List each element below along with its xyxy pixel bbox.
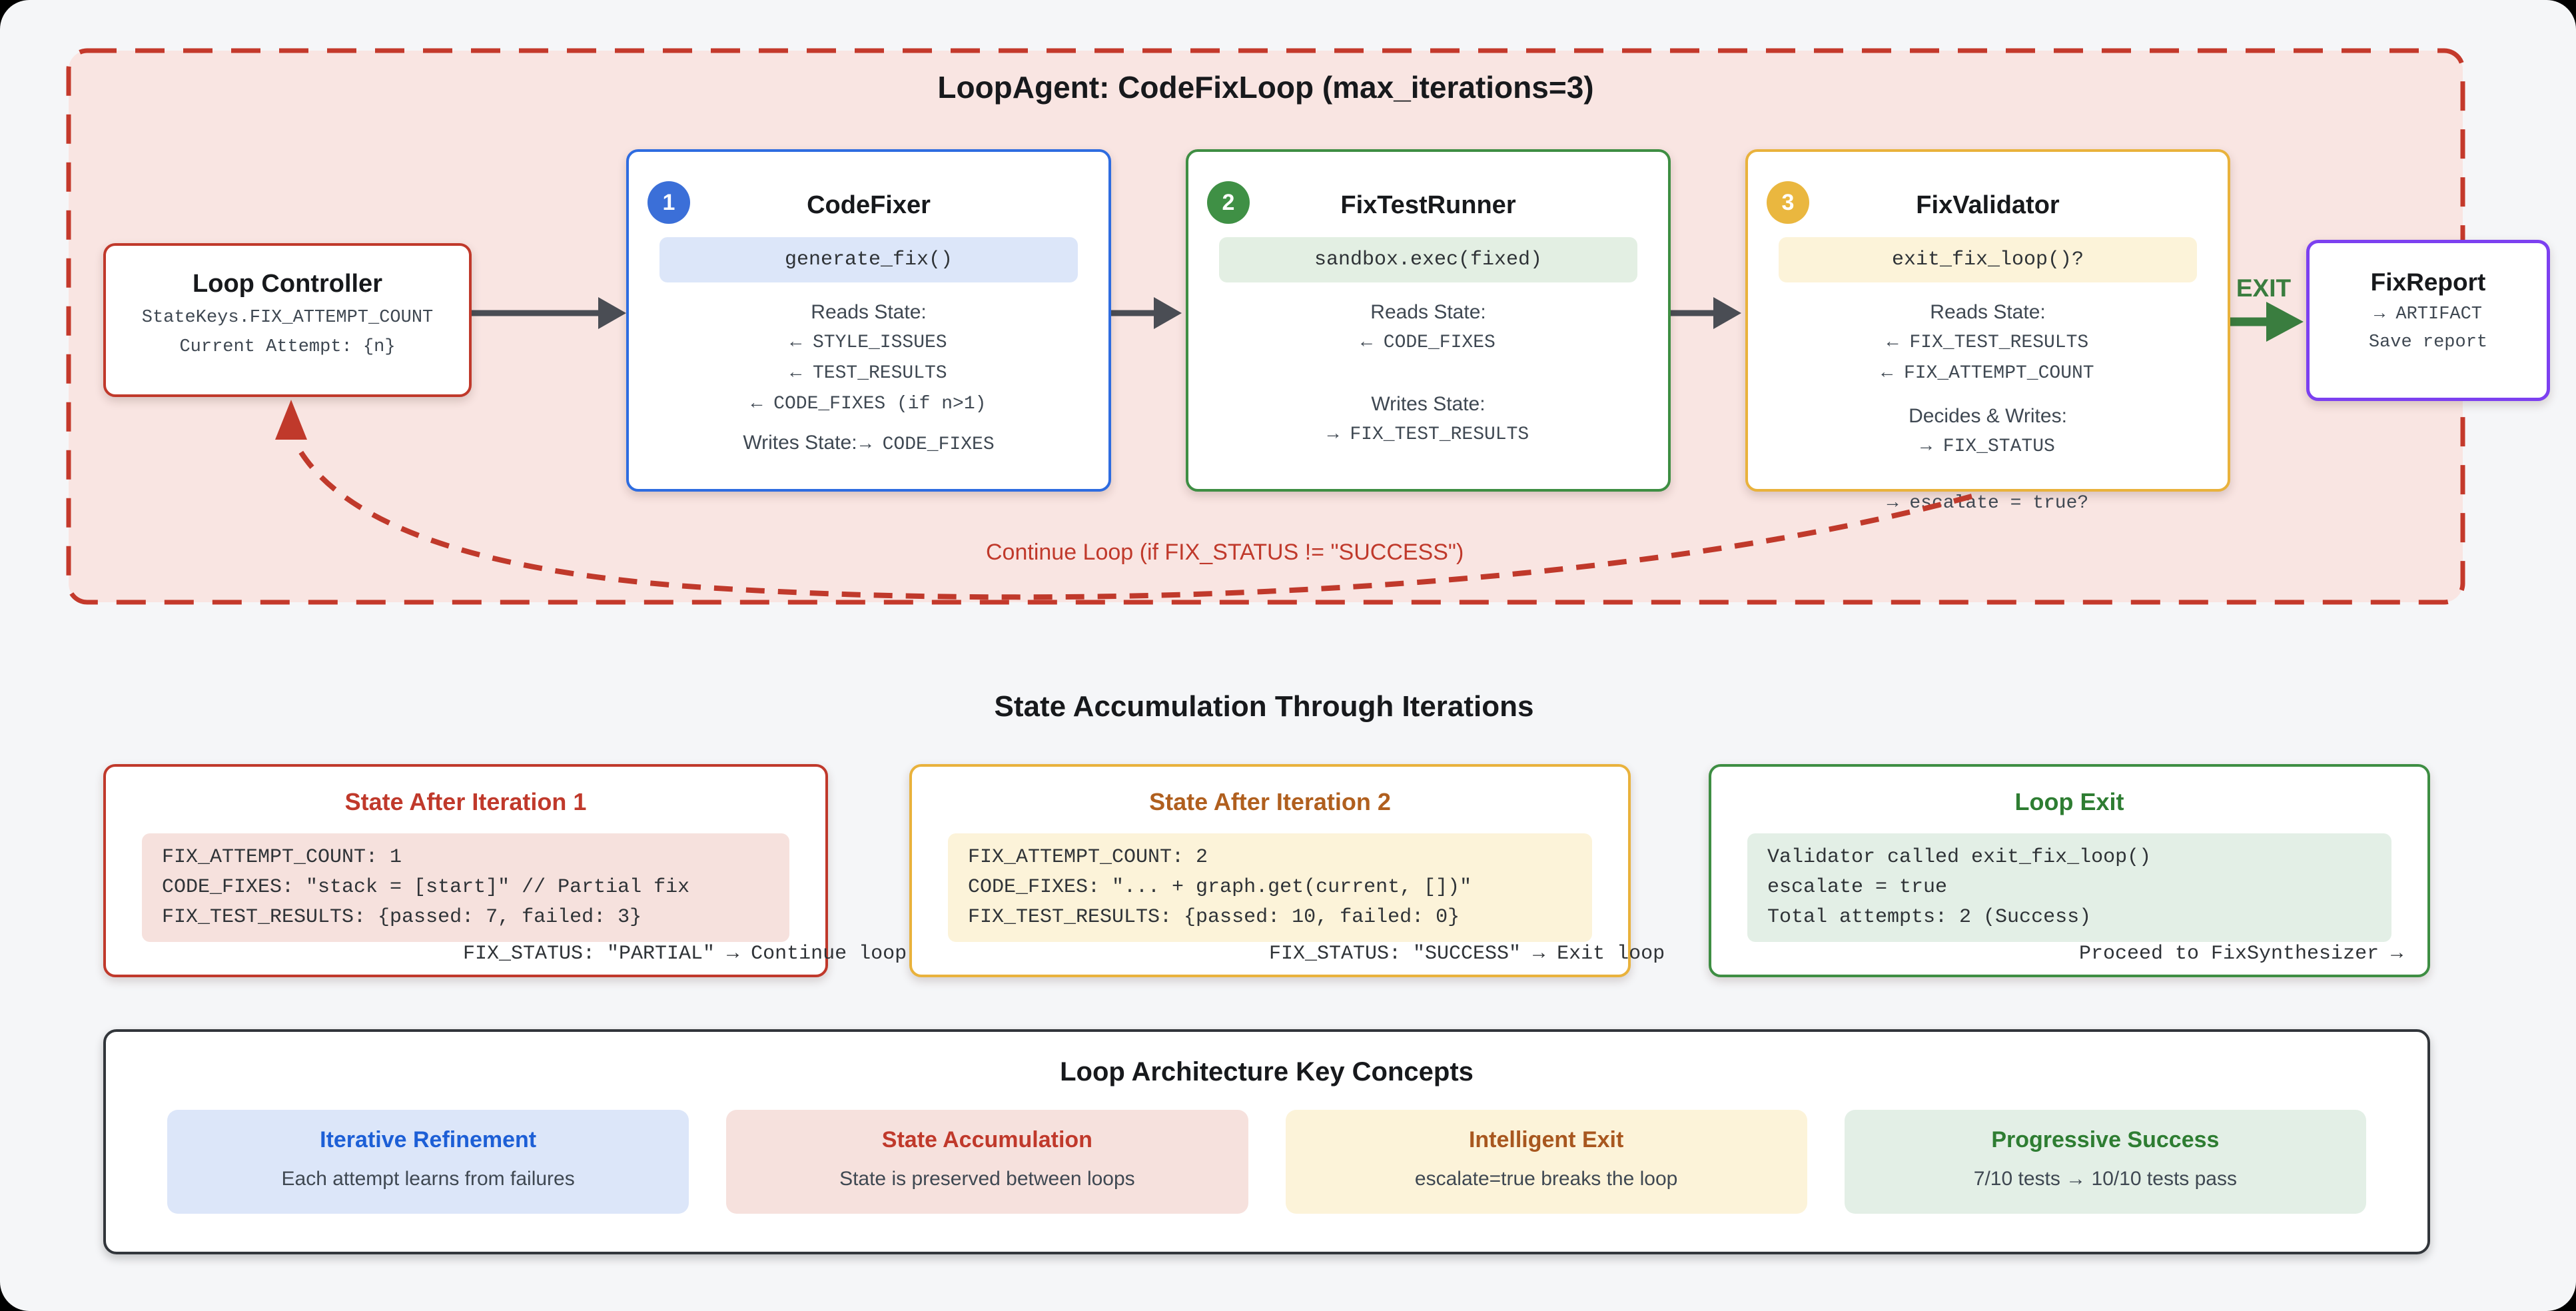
state-iteration1-card: State After Iteration 1 FIX_ATTEMPT_COUN… xyxy=(103,764,907,977)
concept-intelligent-exit: Intelligent Exit escalate=true breaks th… xyxy=(1285,1110,1807,1214)
state-line: FIX_ATTEMPT_COUNT: 1 xyxy=(162,846,402,869)
fix-test-runner-card: 2 FixTestRunner sandbox.exec(fixed) Read… xyxy=(1186,149,1671,492)
fix-report-artifact: → ARTIFACT xyxy=(2373,304,2483,324)
state-iteration2-title: State After Iteration 2 xyxy=(1149,788,1391,815)
key-concepts-panel: Loop Architecture Key Concepts Iterative… xyxy=(103,1029,2430,1254)
state-key: ← FIX_ATTEMPT_COUNT xyxy=(1881,363,2094,384)
spacer xyxy=(1188,358,1668,389)
state-line: Total attempts: 2 (Success) xyxy=(1767,906,2092,929)
concept-subtitle: State is preserved between loops xyxy=(839,1168,1135,1190)
state-iteration2-overflow-line: FIX_STATUS: "SUCCESS" → Exit loop xyxy=(1269,943,1665,965)
step-number-badge: 1 xyxy=(647,181,690,224)
state-key: ← FIX_TEST_RESULTS xyxy=(1887,332,2089,353)
state-key: → FIX_STATUS xyxy=(1921,436,2055,457)
state-key: ← CODE_FIXES (if n>1) xyxy=(751,394,987,414)
loop-exit-title: Loop Exit xyxy=(2014,788,2124,815)
continue-loop-label: Continue Loop (if FIX_STATUS != "SUCCESS… xyxy=(986,540,1464,565)
decides-writes-label: Decides & Writes: xyxy=(1909,405,2067,427)
concept-state-accumulation: State Accumulation State is preserved be… xyxy=(726,1110,1248,1214)
concept-title: Intelligent Exit xyxy=(1468,1127,1624,1152)
state-line: Validator called exit_fix_loop() xyxy=(1767,846,2152,869)
concept-iterative-refinement: Iterative Refinement Each attempt learns… xyxy=(167,1110,689,1214)
loop-controller-title: Loop Controller xyxy=(193,270,382,298)
loop-exit-card: Loop Exit Validator called exit_fix_loop… xyxy=(1709,764,2430,977)
fix-validator-function-pill: exit_fix_loop()? xyxy=(1779,237,2197,282)
exit-label: EXIT xyxy=(2236,274,2292,302)
state-iteration2-code-block: FIX_ATTEMPT_COUNT: 2 CODE_FIXES: "... + … xyxy=(948,833,1592,942)
code-fixer-card: 1 CodeFixer generate_fix() Reads State: … xyxy=(626,149,1111,492)
flow-arrow-icon xyxy=(468,297,626,329)
loop-controller-state-key: StateKeys.FIX_ATTEMPT_COUNT xyxy=(141,308,434,328)
state-line: FIX_TEST_RESULTS: {passed: 7, failed: 3} xyxy=(162,906,642,929)
fix-validator-card: 3 FixValidator exit_fix_loop()? Reads St… xyxy=(1745,149,2230,514)
fix-report-card: FixReport → ARTIFACT Save report xyxy=(2306,240,2550,401)
writes-state-label: Writes State: xyxy=(1371,393,1486,415)
state-key: ← TEST_RESULTS xyxy=(790,363,947,384)
reads-state-label: Reads State: xyxy=(1370,301,1486,323)
concept-title: Iterative Refinement xyxy=(320,1127,537,1152)
step-number-badge: 3 xyxy=(1767,181,1809,224)
fix-test-runner-title: FixTestRunner xyxy=(1340,191,1516,219)
step-number-badge: 2 xyxy=(1207,181,1250,224)
state-key: → FIX_TEST_RESULTS xyxy=(1327,424,1529,445)
state-iteration1-code-block: FIX_ATTEMPT_COUNT: 1 CODE_FIXES: "stack … xyxy=(142,833,789,942)
loop-controller-attempt: Current Attempt: {n} xyxy=(179,337,396,357)
state-iteration1-overflow-line: FIX_STATUS: "PARTIAL" → Continue loop xyxy=(463,943,907,965)
loop-exit-overflow-line: Proceed to FixSynthesizer → xyxy=(2079,943,2403,965)
concept-subtitle: Each attempt learns from failures xyxy=(281,1168,575,1190)
code-fixer-title: CodeFixer xyxy=(807,191,931,219)
loop-controller-card: Loop Controller StateKeys.FIX_ATTEMPT_CO… xyxy=(103,243,472,397)
exit-arrow-icon xyxy=(2226,302,2304,342)
state-key: ← CODE_FIXES xyxy=(1361,332,1496,353)
state-key: → CODE_FIXES xyxy=(859,434,995,455)
continue-loop-dashed-arrow-icon xyxy=(275,400,1973,600)
loop-exit-code-block: Validator called exit_fix_loop() escalat… xyxy=(1747,833,2391,942)
loop-container-title: LoopAgent: CodeFixLoop (max_iterations=3… xyxy=(937,70,1594,105)
fix-report-save: Save report xyxy=(2368,332,2488,352)
state-line: FIX_TEST_RESULTS: {passed: 10, failed: 0… xyxy=(968,906,1460,929)
state-iteration1-title: State After Iteration 1 xyxy=(344,788,587,815)
concept-title: State Accumulation xyxy=(881,1127,1092,1152)
state-line: escalate = true xyxy=(1767,876,1948,899)
state-iteration2-card: State After Iteration 2 FIX_ATTEMPT_COUN… xyxy=(909,764,1665,977)
flow-arrow-icon xyxy=(1667,297,1741,329)
key-concepts-row: Iterative Refinement Each attempt learns… xyxy=(167,1110,2366,1214)
reads-state-label: Reads State: xyxy=(811,301,927,323)
writes-state-label: Writes State: xyxy=(743,432,857,454)
reads-state-label: Reads State: xyxy=(1930,301,2046,323)
state-section-heading: State Accumulation Through Iterations xyxy=(994,690,1534,723)
code-fixer-function-pill: generate_fix() xyxy=(659,237,1078,282)
key-concepts-heading: Loop Architecture Key Concepts xyxy=(1060,1057,1474,1087)
concept-title: Progressive Success xyxy=(1991,1127,2220,1152)
escalate-overflow-line: → escalate = true? xyxy=(1887,493,2089,514)
concept-subtitle: escalate=true breaks the loop xyxy=(1414,1168,1678,1190)
fix-report-title: FixReport xyxy=(2370,268,2486,296)
concept-subtitle: 7/10 tests → 10/10 tests pass xyxy=(1973,1168,2237,1190)
state-line: FIX_ATTEMPT_COUNT: 2 xyxy=(968,846,1208,869)
state-line: CODE_FIXES: "... + graph.get(current, []… xyxy=(968,876,1472,899)
writes-state-line: Writes State: → CODE_FIXES xyxy=(629,428,1108,460)
flow-arrow-icon xyxy=(1107,297,1182,329)
fix-validator-title: FixValidator xyxy=(1916,191,2060,219)
state-key: ← STYLE_ISSUES xyxy=(790,332,947,353)
state-line: CODE_FIXES: "stack = [start]" // Partial… xyxy=(162,876,690,899)
concept-progressive-success: Progressive Success 7/10 tests → 10/10 t… xyxy=(1844,1110,2366,1214)
fix-test-runner-function-pill: sandbox.exec(fixed) xyxy=(1219,237,1637,282)
